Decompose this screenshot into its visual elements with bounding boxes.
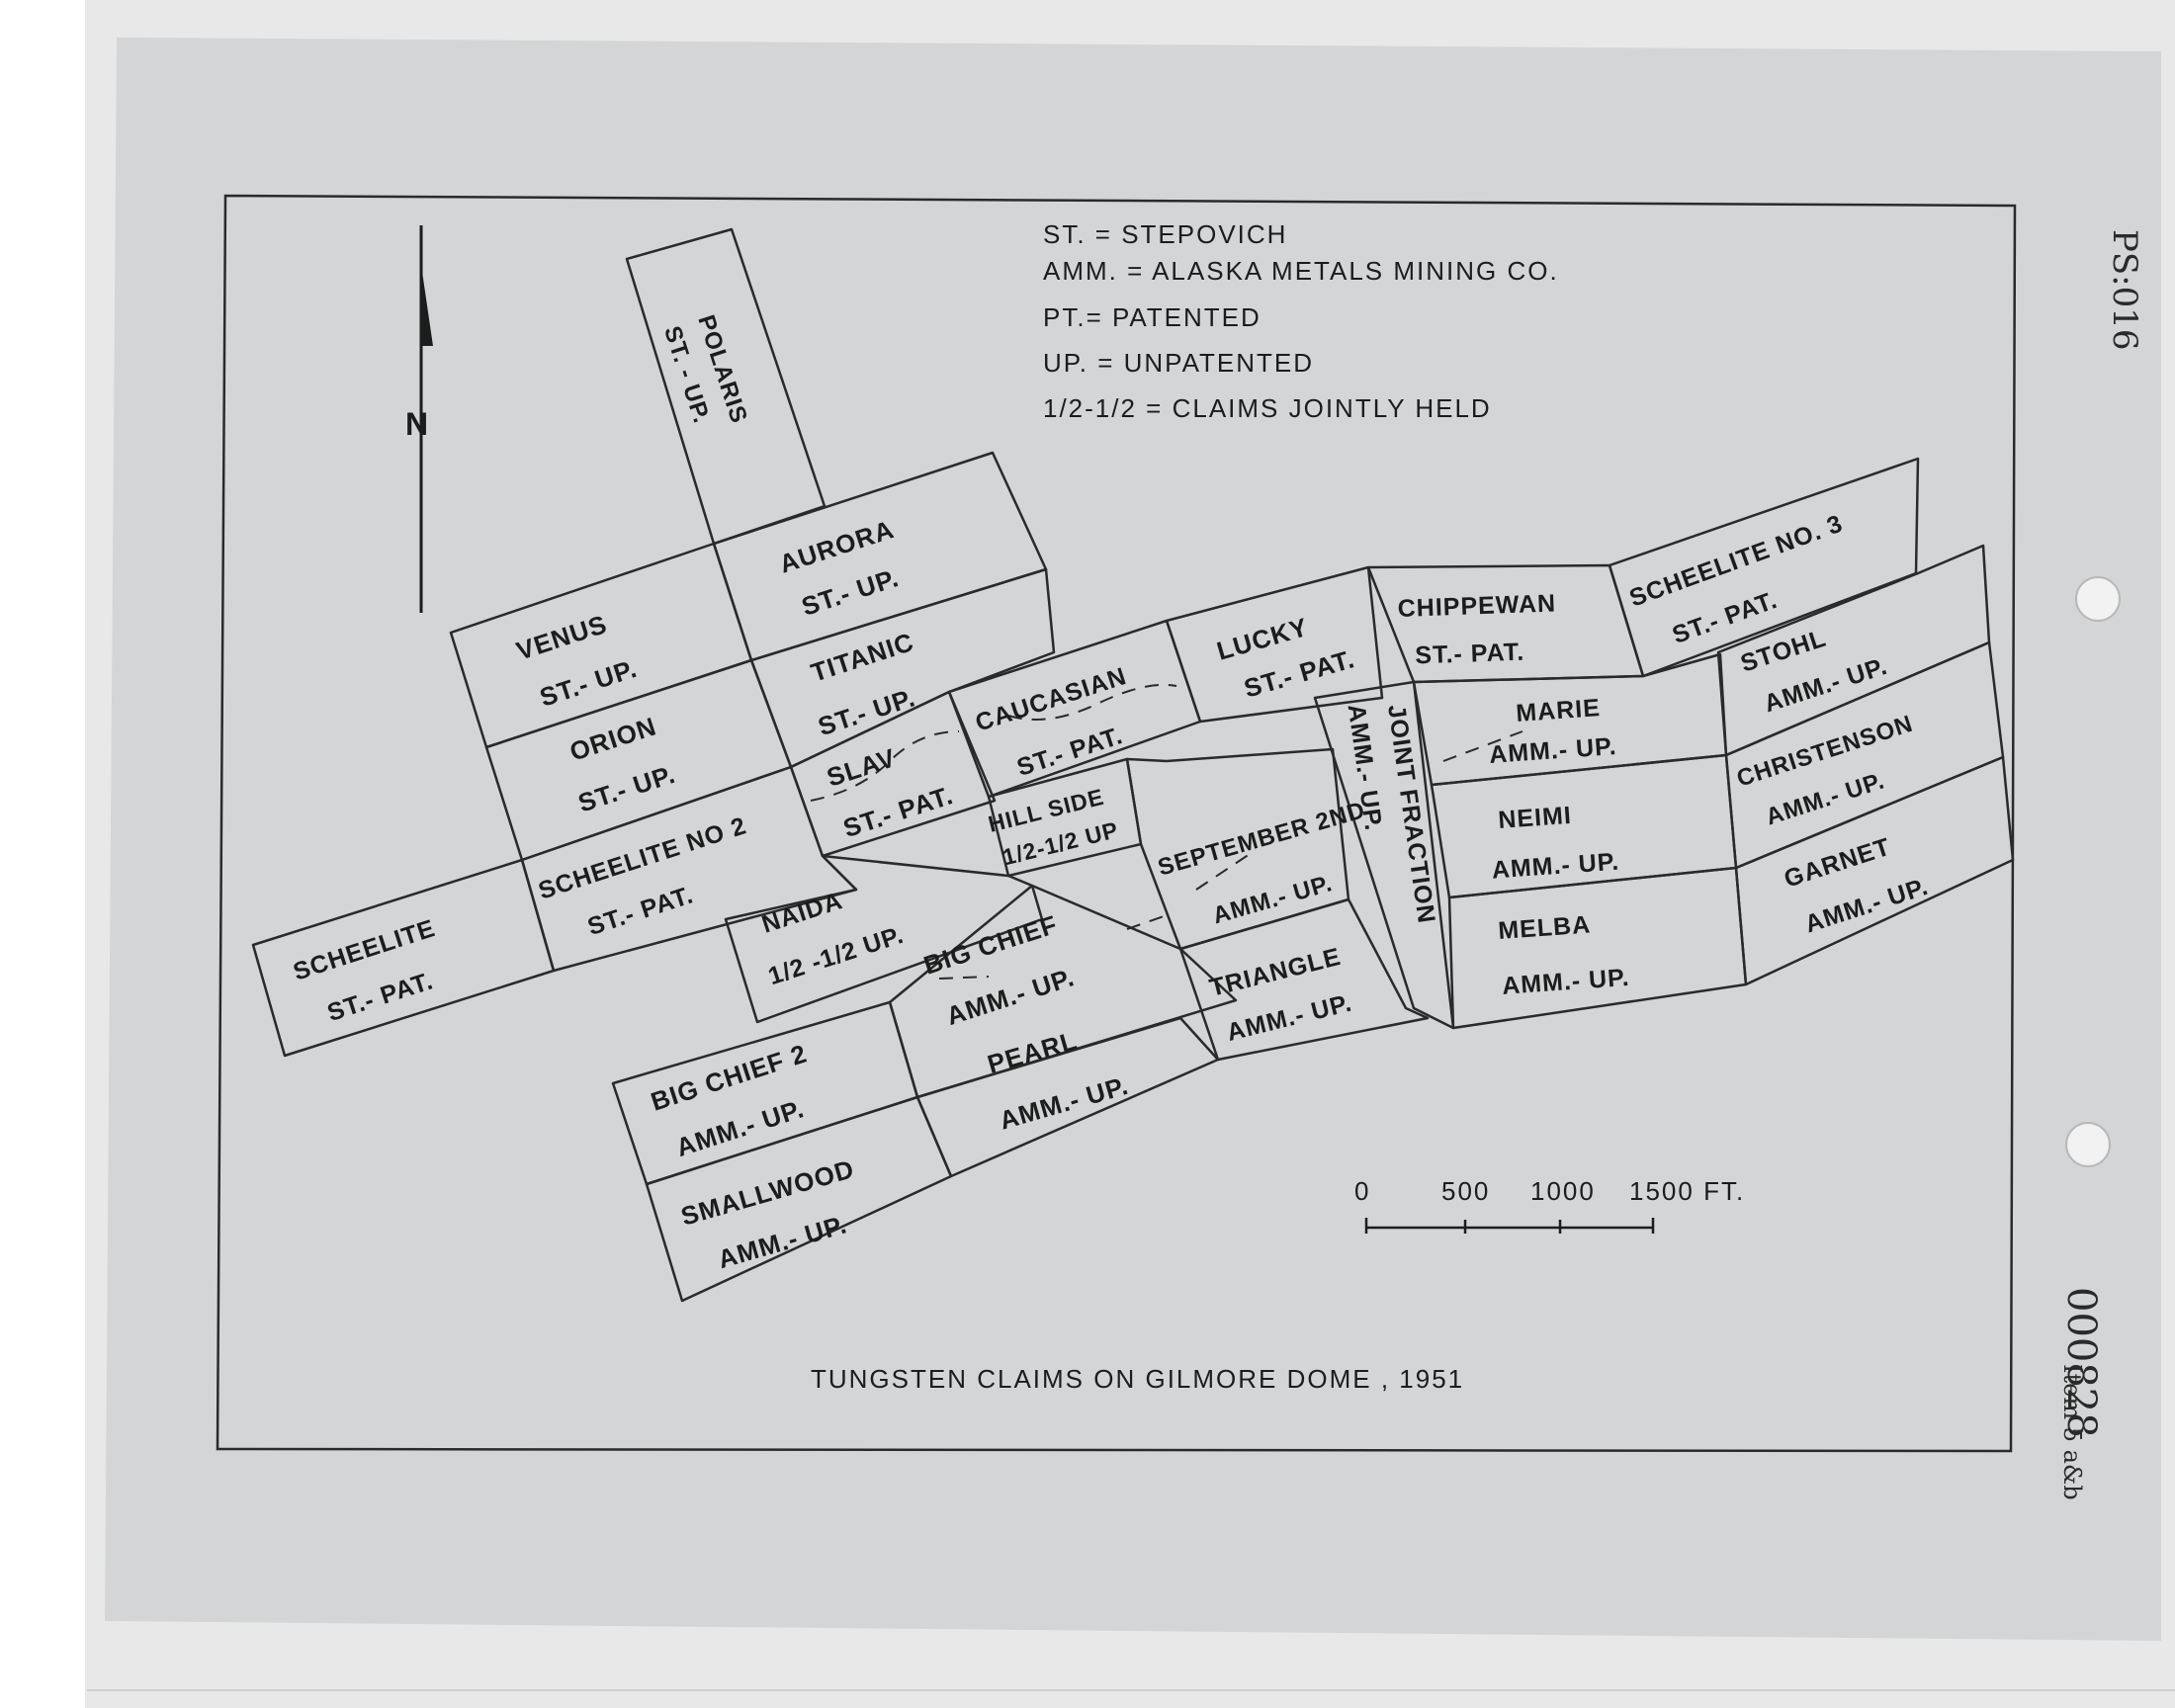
claim-boundary-scheelite [251, 858, 556, 1058]
claim-name: NEIMI [1497, 802, 1572, 834]
legend-line: 1/2-1/2 = CLAIMS JOINTLY HELD [1043, 393, 1492, 423]
map-frame [216, 194, 2017, 1453]
map-title: TUNGSTEN CLAIMS ON GILMORE DOME , 1951 [811, 1364, 1464, 1394]
legend-line: ST. = STEPOVICH [1043, 219, 1287, 249]
claim-name: MELBA [1497, 911, 1592, 945]
claim-boundary-naida [724, 854, 1044, 1024]
punch-hole-top [2075, 576, 2121, 622]
dash-september [1195, 849, 1257, 891]
dash-big-chief [938, 914, 1168, 980]
margin-number: 000828 [2058, 1287, 2104, 1438]
scale-bar: 0 500 1000 1500 FT. [1354, 1176, 1745, 1234]
legend: ST. = STEPOVICH AMM. = ALASKA METALS MIN… [1043, 219, 1559, 423]
scale-tick-label: 500 [1441, 1176, 1490, 1206]
dash-slav [810, 730, 960, 802]
legend-line: AMM. = ALASKA METALS MINING CO. [1043, 256, 1559, 286]
claim-name: CHIPPEWAN [1397, 589, 1556, 623]
punch-hole-bottom [2065, 1122, 2111, 1167]
legend-line: PT.= PATENTED [1043, 302, 1262, 332]
claim-boundary-smallwood [645, 1095, 953, 1303]
claim-name: MARIE [1515, 694, 1601, 727]
joint-claim-dashes [810, 683, 1523, 980]
scale-tick-label: 1500 FT. [1629, 1176, 1745, 1206]
claim-boundary-stohl [1716, 544, 1991, 757]
north-arrow: N [405, 225, 433, 613]
claim-chippewan: CHIPPEWAN ST.- PAT. [1397, 589, 1556, 670]
claim-status: ST.- PAT. [1415, 639, 1525, 670]
claim-boundaries [251, 227, 2015, 1303]
margin-item-note: Item 5 a&b [2058, 1364, 2086, 1500]
claim-boundary-lucky [1165, 565, 1384, 724]
scale-tick-label: 1000 [1530, 1176, 1596, 1206]
claim-boundary-triangle [1178, 897, 1430, 1062]
claim-boundary-polaris [625, 227, 826, 546]
paper-sheet [105, 38, 2161, 1641]
dash-caucasian [1007, 683, 1177, 721]
page-id: PS:016 [2105, 229, 2144, 351]
claim-boundary-garnet [1734, 755, 2015, 986]
legend-line: UP. = UNPATENTED [1043, 348, 1314, 378]
scale-tick-label: 0 [1354, 1176, 1370, 1206]
north-label: N [405, 406, 429, 442]
